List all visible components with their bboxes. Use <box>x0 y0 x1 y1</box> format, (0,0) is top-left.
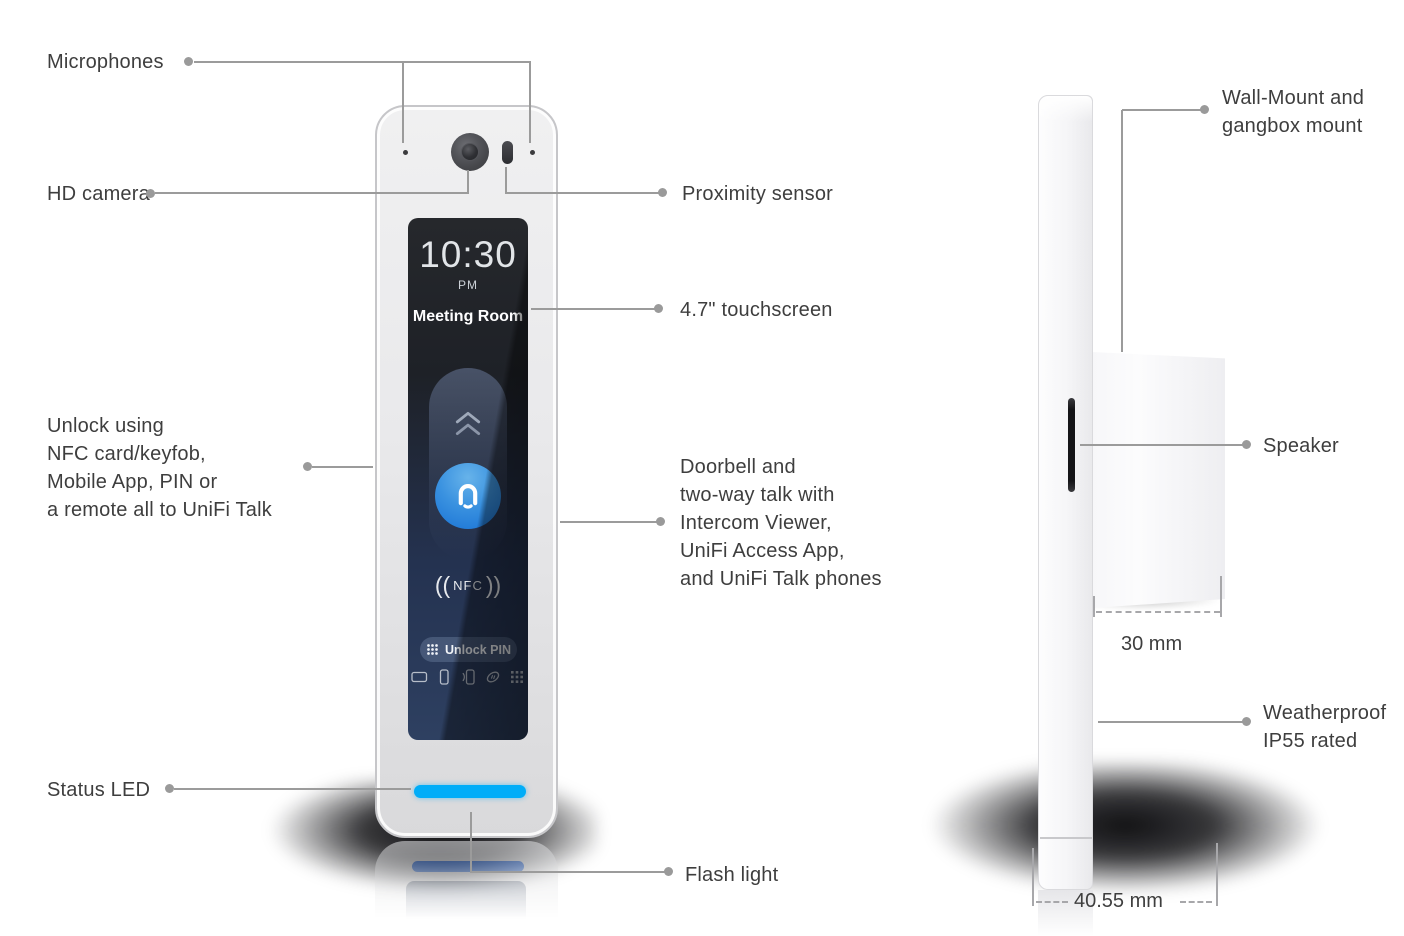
mount-depth-dashes <box>1096 611 1220 613</box>
microphones-line <box>194 61 531 63</box>
microphone-right-line <box>529 62 531 143</box>
intercom-front-view: 10:30 PM Meeting Room ((NFC)) <box>375 105 558 838</box>
flash-dot <box>664 867 673 876</box>
gangbox-mount <box>1092 352 1225 608</box>
speaker-dot <box>1242 440 1251 449</box>
status-led-dot <box>165 784 174 793</box>
proximity-sensor-label: Proximity sensor <box>682 183 834 205</box>
side-plate-joint <box>1040 837 1092 839</box>
touchscreen: 10:30 PM Meeting Room ((NFC)) <box>408 218 528 740</box>
chevron-up-icon <box>453 410 483 438</box>
weatherproof-line <box>1098 721 1246 723</box>
touchscreen-label: 4.7" touchscreen <box>680 299 833 321</box>
credential-icon-row <box>408 669 528 685</box>
unlock-pin-button: Unlock PIN <box>420 637 517 662</box>
mount-depth-tick-right <box>1220 576 1222 617</box>
speaker-grille <box>1068 398 1075 492</box>
clock-time: 10:30 <box>419 234 517 275</box>
clock-meridiem: PM <box>458 278 478 292</box>
flash-light-label: Flash light <box>685 864 779 886</box>
doorbell-dot <box>656 517 665 526</box>
microphone-left-line <box>402 62 404 143</box>
location-name: Meeting Room <box>412 308 524 325</box>
total-depth-tick-left <box>1032 848 1034 906</box>
wall-mount-label: Wall-Mount and gangbox mount <box>1222 87 1365 137</box>
status-led-bar <box>414 785 526 798</box>
weatherproof-dot <box>1242 717 1251 726</box>
proximity-dot <box>658 188 667 197</box>
unlock-pin-label: Unlock PIN <box>445 642 511 657</box>
intercom-side-view <box>1038 95 1093 890</box>
bell-icon <box>458 484 478 509</box>
flash-line <box>470 871 668 873</box>
speaker-label: Speaker <box>1263 435 1339 457</box>
hd-camera-line <box>155 192 469 194</box>
flash-line-vert <box>470 812 472 873</box>
wall-mount-dot <box>1200 105 1209 114</box>
unlock-methods-label: Unlock using NFC card/keyfob, Mobile App… <box>47 415 272 521</box>
nfc-label: NFC <box>453 578 483 593</box>
hd-camera-label: HD camera <box>47 183 150 205</box>
nfc-tag-icon <box>486 671 500 683</box>
total-depth-dashes-left <box>1036 901 1068 903</box>
doorbell-label: Doorbell and two-way talk with Intercom … <box>680 456 882 590</box>
status-led-line <box>174 788 411 790</box>
reflection-screen <box>406 881 526 936</box>
reflection-led <box>412 861 524 872</box>
proximity-sensor-window <box>502 141 513 164</box>
microphone-right-hole <box>530 150 535 155</box>
mount-depth-value: 30 mm <box>1121 633 1183 655</box>
doorbell-button <box>435 463 501 529</box>
speaker-line <box>1080 444 1246 446</box>
total-depth-dashes-right <box>1180 901 1212 903</box>
status-led-label: Status LED <box>47 779 151 801</box>
hd-camera-line-vert <box>467 170 469 194</box>
phone-icon <box>439 669 449 685</box>
side-device-shadow <box>928 762 1323 894</box>
total-depth-tick-right <box>1216 843 1218 906</box>
phone-nfc-icon <box>462 669 475 685</box>
card-icon <box>411 671 428 683</box>
weatherproof-label: Weatherproof IP55 rated <box>1263 702 1387 752</box>
doorbell-line <box>560 521 660 523</box>
total-depth-value: 40.55 mm <box>1074 890 1163 912</box>
mount-depth-tick-left <box>1093 596 1095 617</box>
proximity-line <box>505 192 662 194</box>
pin-grid-icon <box>427 644 438 655</box>
nfc-indicator: ((NFC)) <box>408 574 528 597</box>
wall-mount-line-vert <box>1121 110 1123 352</box>
microphones-dot <box>184 57 193 66</box>
hd-camera-dot <box>146 189 155 198</box>
touchscreen-dot <box>654 304 663 313</box>
nfc-wave-left: (( <box>434 572 451 598</box>
touchscreen-line <box>531 308 658 310</box>
qr-icon <box>511 671 523 683</box>
nfc-wave-right: )) <box>485 572 502 598</box>
side-device-reflection <box>1038 890 1093 936</box>
unlock-line <box>312 466 373 468</box>
microphone-left-hole <box>403 150 408 155</box>
proximity-line-vert <box>505 167 507 194</box>
wall-mount-line <box>1122 109 1204 111</box>
hd-camera-lens <box>451 133 489 171</box>
unlock-dot <box>303 462 312 471</box>
microphones-label: Microphones <box>47 51 164 73</box>
front-device-reflection <box>375 841 558 936</box>
